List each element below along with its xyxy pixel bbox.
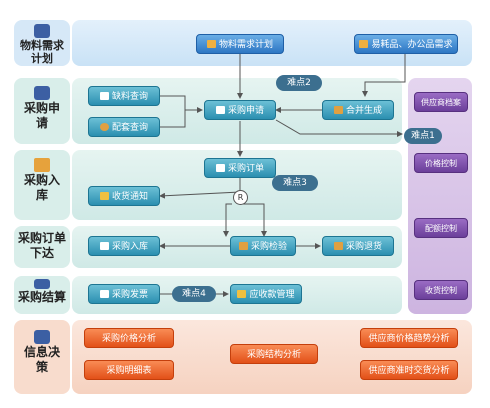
line-consumables-to-merge — [362, 53, 406, 97]
boxes-icon — [34, 158, 50, 172]
lane-decision-text: 信息决策 — [24, 345, 61, 374]
person-icon — [34, 86, 50, 100]
node-purchase-order-label: 采购订单 — [227, 164, 264, 174]
lane-settle-text: 采购结算 — [17, 290, 66, 304]
lane-label-settle: 采购结算 — [14, 276, 70, 314]
report-supplier-price-trend[interactable]: 供应商价格趋势分析 — [360, 328, 458, 348]
difficulty-badge-3: 难点3 — [272, 175, 318, 191]
side-price-control[interactable]: 价格控制 — [414, 153, 468, 173]
node-material-plan[interactable]: 物料需求计划 — [196, 34, 284, 54]
node-receipt-notice-label: 收货通知 — [111, 192, 148, 202]
report-price-analysis[interactable]: 采购价格分析 — [84, 328, 174, 348]
line-request-to-d1 — [275, 119, 403, 137]
node-shortage-query-label: 缺料查询 — [111, 92, 148, 102]
person-icon — [34, 279, 50, 289]
node-payables-label: 应收款管理 — [249, 290, 295, 300]
node-purchase-request-label: 采购申请 — [227, 106, 264, 116]
side-control-panel — [408, 78, 472, 314]
node-shortage-query[interactable]: 缺料查询 — [88, 86, 160, 106]
line-r-to-inspect — [240, 203, 267, 237]
node-material-plan-label: 物料需求计划 — [218, 40, 273, 50]
lane-label-plan: 物料需求计划 — [14, 20, 70, 66]
money-icon — [237, 290, 247, 298]
doc-icon — [99, 92, 109, 100]
node-purchase-in[interactable]: 采购入库 — [88, 236, 160, 256]
merge-node-r: R — [233, 190, 248, 205]
node-receipt-notice[interactable]: 收货通知 — [88, 186, 160, 206]
lane-stockin-text: 采购入库 — [24, 173, 61, 202]
node-purchase-return[interactable]: 采购退货 — [322, 236, 394, 256]
truck-icon — [99, 192, 109, 200]
node-purchase-in-label: 采购入库 — [111, 242, 148, 252]
side-price-control-label: 价格控制 — [425, 159, 457, 168]
report-supplier-price-trend-label: 供应商价格趋势分析 — [368, 334, 450, 344]
report-supplier-ontime[interactable]: 供应商准时交货分析 — [360, 360, 458, 380]
line-kit-to-request — [160, 110, 186, 128]
line-r-to-in — [223, 203, 232, 237]
node-purchase-request[interactable]: 采购申请 — [204, 100, 276, 120]
side-receipt-control-label: 收货控制 — [425, 286, 457, 295]
line-order-to-receipt — [159, 176, 241, 199]
side-quota-control[interactable]: 配额控制 — [414, 218, 468, 238]
node-purchase-order[interactable]: 采购订单 — [204, 158, 276, 178]
difficulty-badge-2: 难点2 — [276, 75, 322, 91]
lane-label-stockin: 采购入库 — [14, 150, 70, 220]
doc-icon — [215, 164, 225, 172]
node-kit-query-label: 配套查询 — [111, 123, 148, 133]
difficulty-badge-1: 难点1 — [404, 128, 442, 144]
book-icon — [206, 40, 216, 48]
lane-label-order: 采购订单下达 — [14, 226, 70, 268]
lane-label-decision: 信息决策 — [14, 320, 70, 394]
merge-node-r-label: R — [237, 193, 244, 202]
person-icon — [34, 330, 50, 344]
lane-label-request: 采购申请 — [14, 78, 70, 144]
box-icon — [333, 242, 343, 250]
report-structure-analysis[interactable]: 采购结构分析 — [230, 344, 318, 364]
inspect-icon — [238, 242, 248, 250]
report-supplier-ontime-label: 供应商准时交货分析 — [368, 366, 450, 376]
node-purchase-inspect-label: 采购检验 — [250, 242, 287, 252]
difficulty-2-label: 难点2 — [287, 78, 311, 88]
lane-plan-text: 物料需求计划 — [20, 39, 64, 65]
node-purchase-invoice[interactable]: 采购发票 — [88, 284, 160, 304]
node-merge-generate-label: 合并生成 — [345, 106, 382, 116]
node-purchase-return-label: 采购退货 — [345, 242, 382, 252]
doc-icon — [215, 106, 225, 114]
node-kit-query[interactable]: 配套查询 — [88, 117, 160, 137]
node-payables[interactable]: 应收款管理 — [230, 284, 302, 304]
difficulty-badge-4: 难点4 — [172, 286, 216, 302]
merge-icon — [333, 106, 343, 114]
difficulty-3-label: 难点3 — [283, 178, 307, 188]
report-detail-table[interactable]: 采购明细表 — [84, 360, 174, 380]
gear-icon — [99, 123, 109, 131]
node-purchase-invoice-label: 采购发票 — [111, 290, 148, 300]
difficulty-4-label: 难点4 — [182, 289, 206, 299]
book-icon — [359, 40, 369, 48]
node-purchase-inspect[interactable]: 采购检验 — [230, 236, 296, 256]
node-consumables-label: 易耗品、办公品需求 — [371, 40, 453, 50]
box-icon — [99, 242, 109, 250]
node-consumables[interactable]: 易耗品、办公品需求 — [354, 34, 458, 54]
invoice-icon — [99, 290, 109, 298]
lane-request-text: 采购申请 — [24, 101, 61, 130]
side-supplier-file-label: 供应商档案 — [421, 98, 461, 107]
lane-order-text: 采购订单下达 — [18, 231, 67, 260]
side-supplier-file[interactable]: 供应商档案 — [414, 92, 468, 112]
report-price-analysis-label: 采购价格分析 — [101, 334, 156, 344]
side-receipt-control[interactable]: 收货控制 — [414, 280, 468, 300]
node-merge-generate[interactable]: 合并生成 — [322, 100, 394, 120]
person-icon — [34, 24, 50, 38]
report-detail-table-label: 采购明细表 — [106, 366, 152, 376]
side-quota-control-label: 配额控制 — [425, 224, 457, 233]
line-shortage-to-request — [160, 95, 203, 113]
difficulty-1-label: 难点1 — [411, 131, 435, 141]
report-structure-analysis-label: 采购结构分析 — [246, 350, 301, 360]
